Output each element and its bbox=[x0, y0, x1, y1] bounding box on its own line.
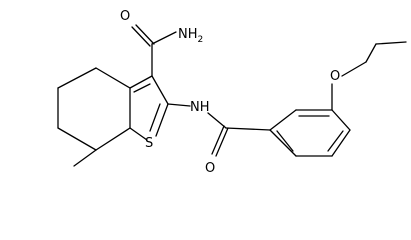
bond-double bbox=[215, 127, 229, 157]
molecule-diagram: NH2 O S NH O O bbox=[57, 9, 407, 176]
bond bbox=[95, 67, 131, 89]
bond bbox=[129, 75, 153, 89]
bond-double bbox=[135, 24, 155, 45]
bond-aromatic-inner bbox=[276, 130, 294, 152]
structure-canvas: NH2 O S NH O O bbox=[57, 9, 407, 176]
bond bbox=[167, 103, 191, 107]
bond bbox=[331, 109, 351, 131]
bond bbox=[151, 31, 177, 45]
bond bbox=[57, 127, 97, 151]
bond bbox=[95, 127, 131, 151]
bonds bbox=[57, 24, 407, 167]
bond bbox=[331, 129, 351, 157]
bond bbox=[225, 127, 271, 131]
bond bbox=[269, 129, 297, 157]
bond-double bbox=[211, 125, 225, 155]
atom-label-ether-o: O bbox=[330, 69, 340, 84]
bond bbox=[341, 61, 367, 77]
atom-label-sulfur: S bbox=[145, 136, 153, 151]
bond bbox=[151, 75, 169, 105]
bond bbox=[375, 41, 407, 45]
atom-label-amide-o: O bbox=[120, 9, 130, 24]
bond bbox=[365, 43, 377, 63]
atom-label-nh: NH bbox=[190, 100, 210, 115]
bond bbox=[155, 103, 169, 137]
bond bbox=[269, 109, 297, 131]
atom-label-benzamide-o: O bbox=[205, 161, 215, 176]
bond-double bbox=[131, 26, 151, 47]
bond-methyl bbox=[73, 149, 97, 167]
bond bbox=[129, 127, 148, 141]
bond bbox=[207, 112, 227, 129]
bond-double-inner bbox=[149, 103, 161, 132]
bond bbox=[57, 67, 97, 89]
bond-double-inner bbox=[133, 83, 151, 93]
bond-aromatic-inner bbox=[327, 130, 344, 152]
atom-label-amide-nh2: NH2 bbox=[178, 27, 203, 45]
